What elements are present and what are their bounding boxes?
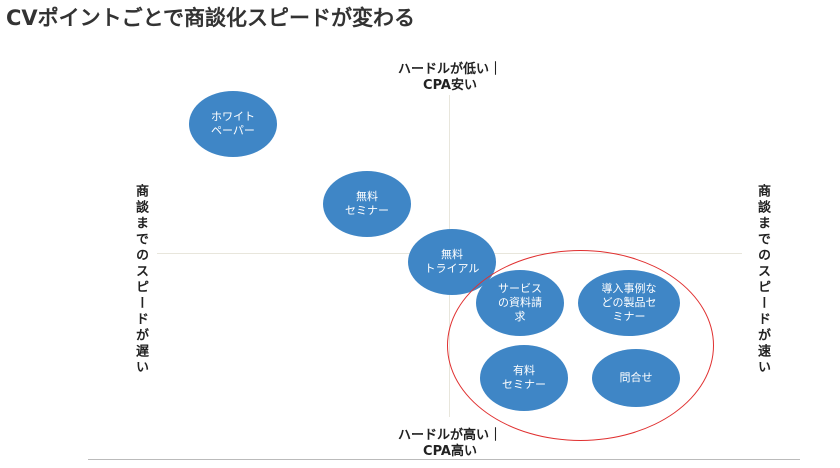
page-title: CVポイントごとで商談化スピードが変わる	[6, 6, 416, 30]
highlight-ellipse	[447, 250, 714, 441]
baseline-divider	[88, 459, 800, 460]
bubble-white-paper: ホワイト ペーパー	[189, 91, 277, 157]
bubble-free-seminar: 無料 セミナー	[323, 171, 411, 237]
axis-label-bottom: ハードルが高い｜ CPA高い	[397, 428, 502, 459]
axis-label-right: 商談までのスピードが速い	[755, 184, 770, 376]
axis-label-top: ハードルが低い｜ CPA安い	[397, 62, 502, 93]
axis-label-left: 商談までのスピードが遅い	[133, 184, 148, 376]
